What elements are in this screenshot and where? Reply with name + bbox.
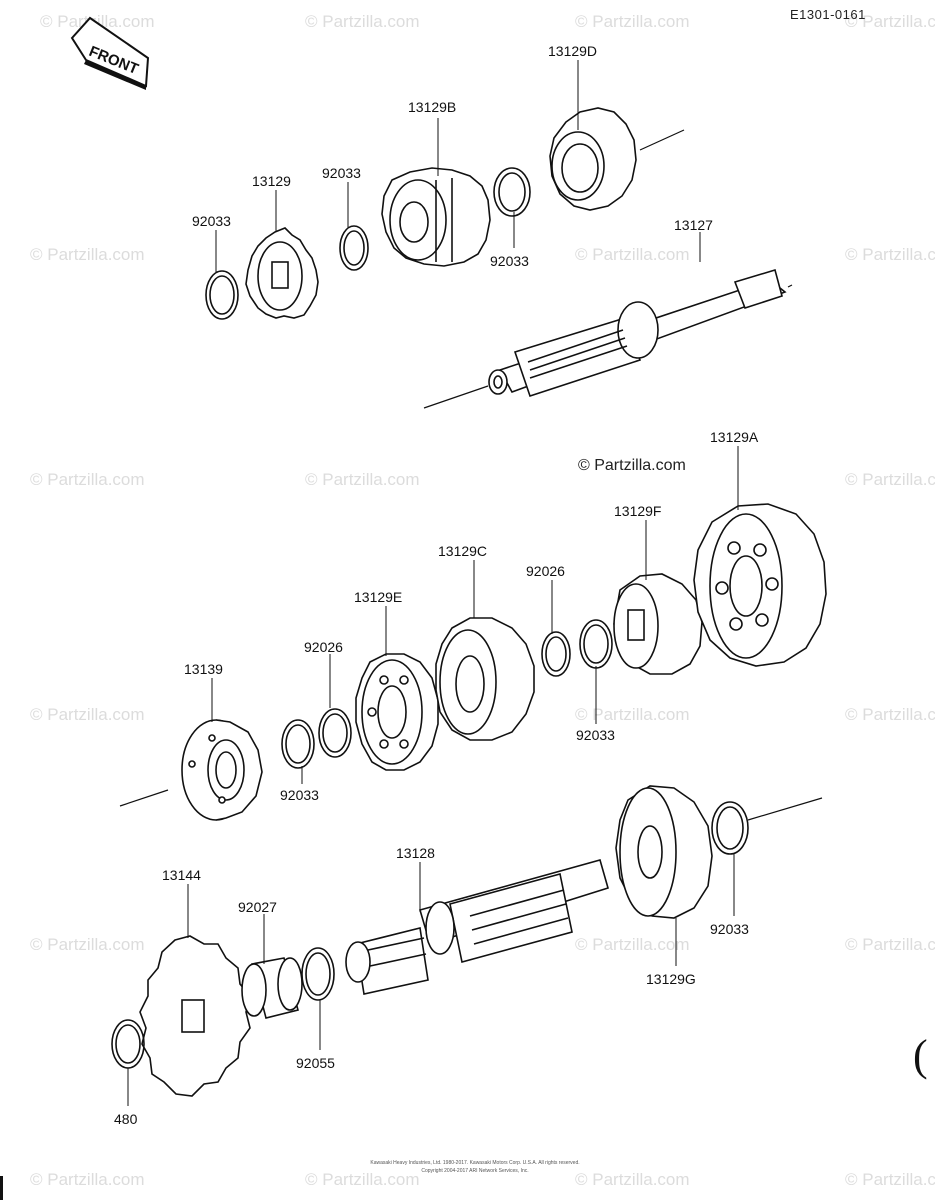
front-direction-arrow: FRONT xyxy=(70,16,150,90)
circlip-92033 xyxy=(205,270,239,320)
gear-13129d xyxy=(549,107,637,211)
watermark: © Partzilla.com xyxy=(305,12,420,31)
circlip-92033 xyxy=(711,801,749,855)
shaft-13127 xyxy=(488,268,787,398)
watermark: © Partzilla.com xyxy=(845,245,935,264)
part-label-13139: 13139 xyxy=(184,661,223,677)
sprocket-13144 xyxy=(139,935,251,1097)
gear-13129e xyxy=(355,653,439,771)
footer-copyright-line: Copyright 2004-2017 ARI Network Services… xyxy=(421,1168,529,1174)
circlip-480 xyxy=(111,1019,145,1069)
collar-92027 xyxy=(241,957,303,1019)
washer-92026 xyxy=(318,708,352,758)
part-label-92033: 92033 xyxy=(280,787,319,803)
part-label-13129c: 13129C xyxy=(438,543,487,559)
watermark: © Partzilla.com xyxy=(575,1170,690,1189)
watermark: © Partzilla.com xyxy=(30,470,145,489)
part-label-13127: 13127 xyxy=(674,217,713,233)
circlip-92033 xyxy=(579,619,613,669)
circlip-92033 xyxy=(493,167,531,217)
watermark: © Partzilla.com xyxy=(845,705,935,724)
watermark: © Partzilla.com xyxy=(575,935,690,954)
part-label-13129b: 13129B xyxy=(408,99,456,115)
gear-13129a xyxy=(693,503,827,667)
edge-mark xyxy=(0,1176,3,1200)
watermark: © Partzilla.com xyxy=(845,470,935,489)
part-label-92027: 92027 xyxy=(238,899,277,915)
part-label-13129g: 13129G xyxy=(646,971,696,987)
leader-lines xyxy=(127,60,739,1106)
shaft-13128 xyxy=(345,859,609,995)
part-label-92033: 92033 xyxy=(490,253,529,269)
watermark: © Partzilla.com xyxy=(30,245,145,264)
gear-13129f xyxy=(613,573,703,675)
part-label-92026: 92026 xyxy=(304,639,343,655)
watermark: © Partzilla.com xyxy=(305,1170,420,1189)
part-label-13129a: 13129A xyxy=(710,429,759,445)
watermark: © Partzilla.com xyxy=(845,1170,935,1189)
part-label-92033: 92033 xyxy=(322,165,361,181)
part-label-13129d: 13129D xyxy=(548,43,597,59)
gear-13129g xyxy=(615,785,713,919)
watermark: © Partzilla.com xyxy=(30,705,145,724)
part-label-13129: 13129 xyxy=(252,173,291,189)
circlip-92033 xyxy=(281,719,315,769)
gear-13129c xyxy=(435,617,535,741)
watermark: © Partzilla.com xyxy=(30,935,145,954)
copyright-label: © Partzilla.com xyxy=(578,457,686,474)
part-label-92033: 92033 xyxy=(192,213,231,229)
watermark: © Partzilla.com xyxy=(845,935,935,954)
hub-13139 xyxy=(181,719,263,821)
circlip-92033 xyxy=(339,225,369,271)
washer-92026 xyxy=(541,631,571,677)
oring-92055 xyxy=(301,947,335,1001)
watermark: © Partzilla.com xyxy=(575,12,690,31)
part-label-480: 480 xyxy=(114,1111,138,1127)
part-label-92055: 92055 xyxy=(296,1055,335,1071)
part-label-92033: 92033 xyxy=(576,727,615,743)
watermark: © Partzilla.com xyxy=(575,705,690,724)
watermark: © Partzilla.com xyxy=(305,470,420,489)
footer-copyright-line: Kawasaki Heavy Industries, Ltd. 1980-201… xyxy=(370,1160,580,1166)
watermark: © Partzilla.com xyxy=(30,1170,145,1189)
part-label-13129f: 13129F xyxy=(614,503,661,519)
watermark: © Partzilla.com xyxy=(575,245,690,264)
gear-13129b xyxy=(381,167,491,267)
diagram-ref-code: E1301-0161 xyxy=(790,7,866,22)
part-label-13128: 13128 xyxy=(396,845,435,861)
gear-13129 xyxy=(245,227,319,319)
part-label-13129e: 13129E xyxy=(354,589,402,605)
watermark: © Partzilla.com xyxy=(845,12,935,31)
edge-bracket-mark: ( xyxy=(913,1031,928,1080)
part-label-92033: 92033 xyxy=(710,921,749,937)
part-label-92026: 92026 xyxy=(526,563,565,579)
part-label-13144: 13144 xyxy=(162,867,201,883)
watermark: © Partzilla.com xyxy=(40,12,155,31)
